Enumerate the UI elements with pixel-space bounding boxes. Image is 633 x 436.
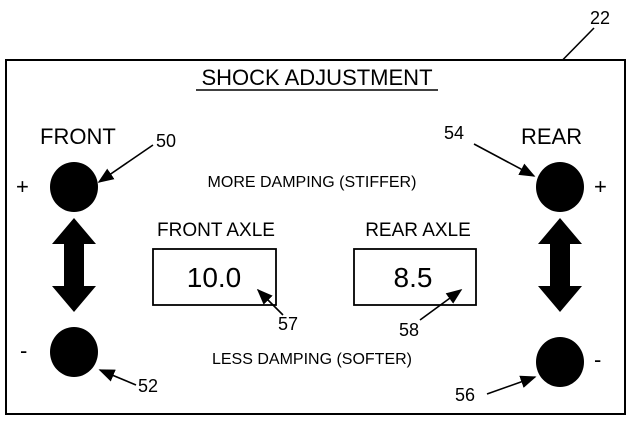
rear-minus-sign: -	[594, 347, 601, 372]
front-decrease-ref-arrow	[98, 369, 137, 386]
rear-axle-label: REAR AXLE	[365, 220, 471, 241]
rear-decrease-ref: 56	[455, 385, 475, 405]
front-axle-label: FRONT AXLE	[157, 220, 275, 241]
rear-axle-ref: 58	[399, 320, 419, 340]
rear-axle-value: 8.5	[394, 262, 433, 293]
rear-decrease-button[interactable]	[536, 337, 584, 387]
rear-plus-sign: +	[594, 174, 607, 199]
rear-increase-ref: 54	[444, 123, 464, 143]
front-axle-ref-arrow	[256, 288, 284, 316]
less-damping-label: LESS DAMPING (SOFTER)	[212, 351, 412, 368]
front-double-arrow-icon	[52, 218, 96, 312]
front-minus-sign: -	[20, 338, 27, 363]
front-plus-sign: +	[16, 174, 29, 199]
rear-axle-ref-arrow	[419, 289, 463, 321]
front-increase-ref: 50	[156, 131, 176, 151]
panel-title: SHOCK ADJUSTMENT	[201, 65, 432, 90]
rear-increase-button[interactable]	[536, 162, 584, 212]
front-heading: FRONT	[40, 124, 116, 149]
rear-heading: REAR	[521, 124, 582, 149]
front-axle-value: 10.0	[187, 262, 242, 293]
rear-decrease-ref-arrow	[486, 375, 537, 395]
front-decrease-button[interactable]	[50, 327, 98, 377]
front-decrease-ref: 52	[138, 376, 158, 396]
more-damping-label: MORE DAMPING (STIFFER)	[208, 174, 417, 191]
figure-ref-label: 22	[590, 8, 610, 28]
front-axle-ref: 57	[278, 314, 298, 334]
front-axle-display	[152, 248, 277, 306]
rear-double-arrow-icon	[538, 218, 582, 312]
front-increase-ref-arrow	[97, 144, 154, 183]
front-increase-button[interactable]	[50, 162, 98, 212]
rear-increase-ref-arrow	[473, 143, 536, 177]
panel-frame	[5, 59, 626, 415]
